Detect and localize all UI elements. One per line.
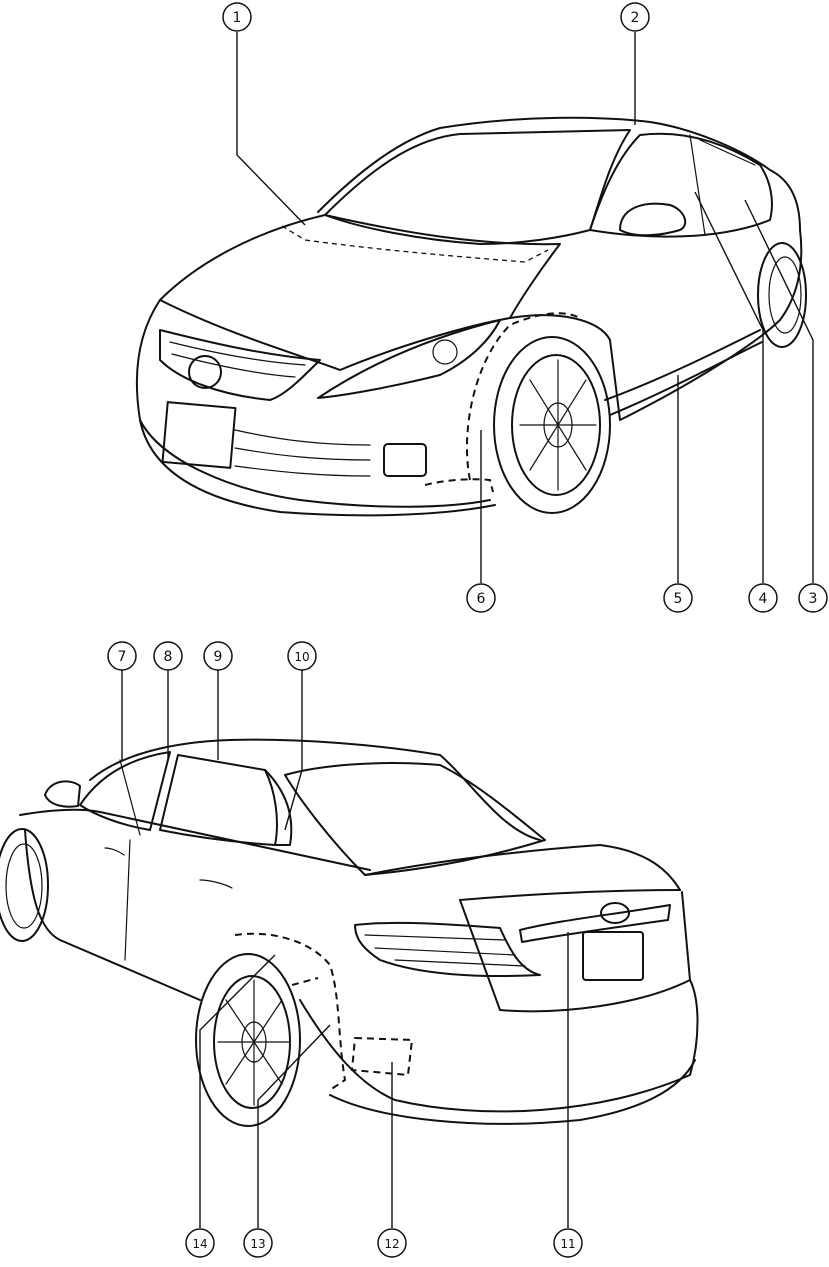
callout-12: 12 bbox=[377, 1228, 407, 1258]
front-car-illustration bbox=[135, 116, 807, 517]
callout-label: 13 bbox=[250, 1237, 265, 1251]
callout-label: 1 bbox=[233, 10, 242, 26]
callout-label: 3 bbox=[809, 591, 818, 607]
callout-label: 12 bbox=[384, 1237, 399, 1251]
callout-10: 10 bbox=[287, 641, 317, 671]
callout-4: 4 bbox=[748, 583, 778, 613]
callout-label: 14 bbox=[192, 1237, 207, 1251]
callout-label: 2 bbox=[631, 10, 640, 26]
callout-label: 10 bbox=[294, 650, 309, 664]
callout-label: 4 bbox=[759, 591, 768, 607]
callout-6: 6 bbox=[466, 583, 496, 613]
callout-2: 2 bbox=[620, 2, 650, 32]
callout-11: 11 bbox=[553, 1228, 583, 1258]
rear-car-illustration bbox=[0, 738, 699, 1127]
callout-8: 8 bbox=[153, 641, 183, 671]
callout-1: 1 bbox=[222, 2, 252, 32]
callout-label: 9 bbox=[214, 649, 223, 665]
callout-label: 11 bbox=[560, 1237, 575, 1251]
callout-9: 9 bbox=[203, 641, 233, 671]
callout-7: 7 bbox=[107, 641, 137, 671]
callout-5: 5 bbox=[663, 583, 693, 613]
leader-lines bbox=[121, 32, 814, 1228]
callout-label: 6 bbox=[477, 591, 486, 607]
callout-label: 7 bbox=[118, 649, 127, 665]
callout-13: 13 bbox=[243, 1228, 273, 1258]
callout-label: 8 bbox=[164, 649, 173, 665]
callout-label: 5 bbox=[674, 591, 683, 607]
callout-3: 3 bbox=[798, 583, 828, 613]
callout-14: 14 bbox=[185, 1228, 215, 1258]
